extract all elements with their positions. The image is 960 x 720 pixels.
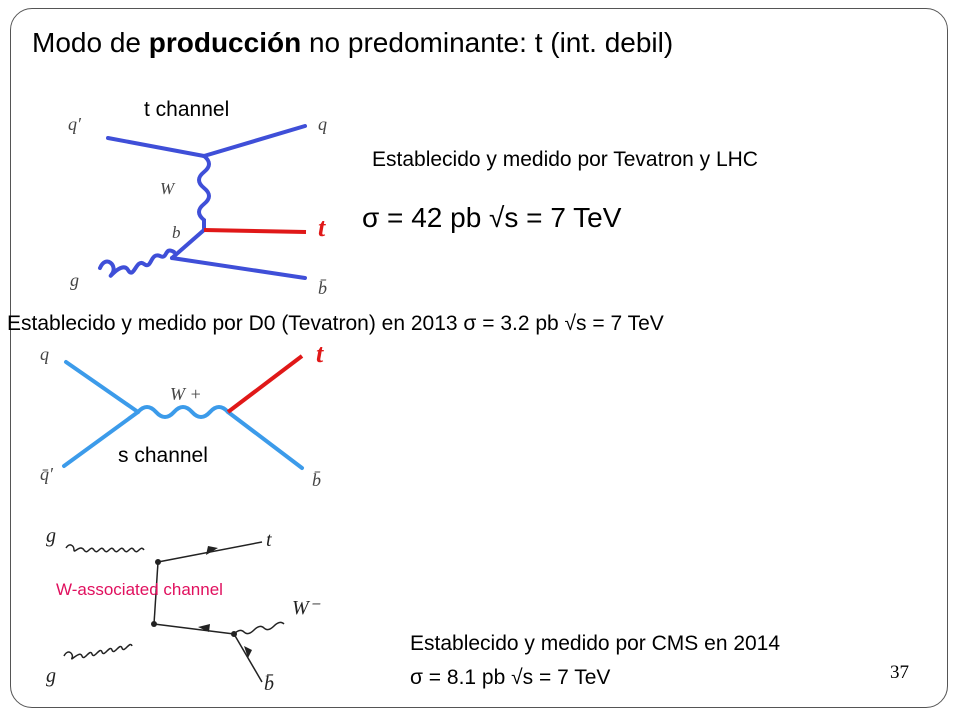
t-bbar-line	[170, 256, 307, 280]
t-top-label: t	[318, 213, 326, 242]
t-q-label: q	[318, 114, 327, 134]
w-vertex-right	[231, 631, 237, 637]
s-wplus-label: W +	[170, 384, 202, 404]
w-vertex-top	[155, 559, 161, 565]
w-associated-sigma: σ = 8.1 pb √s = 7 TeV	[410, 666, 611, 689]
t-b-line	[170, 228, 206, 260]
w-arrow-mid	[198, 624, 210, 632]
t-w-boson	[197, 154, 211, 230]
t-channel-label: t channel	[144, 98, 230, 121]
w-associated-status: Establecido y medido por CMS en 2014	[410, 632, 781, 655]
w-gluon-bottom	[63, 643, 133, 660]
w-g-top-label: g	[46, 525, 56, 547]
s-qbar-label: q̄′	[40, 464, 54, 484]
slide-title: Modo de producción no predominante: t (i…	[32, 27, 674, 58]
w-gluon-top	[65, 544, 145, 553]
w-associated-label: W-associated channel	[56, 580, 223, 599]
w-bbar-label: b̄	[264, 673, 274, 695]
w-wminus-boson	[233, 621, 285, 635]
w-b-line	[153, 623, 235, 635]
t-qprime-label: q′	[68, 114, 82, 134]
s-w-boson	[136, 405, 230, 419]
t-channel-status: Establecido y medido por Tevatron y LHC	[372, 148, 758, 171]
s-bbar-line	[226, 410, 304, 470]
slide-frame	[10, 8, 948, 708]
s-top-line	[226, 354, 304, 414]
w-arrow-top	[206, 546, 218, 555]
s-top-label: t	[316, 339, 324, 368]
t-b-label: b	[172, 223, 181, 242]
page-number: 37	[890, 662, 909, 683]
t-bbar-label: b̄	[318, 278, 327, 298]
t-g-label: g	[70, 270, 79, 290]
w-vertex-bottom	[151, 621, 157, 627]
t-top-line	[203, 228, 307, 234]
s-qbar-line	[62, 410, 140, 468]
t-gluon	[98, 248, 176, 278]
t-channel-sigma: σ = 42 pb √s = 7 TeV	[362, 202, 622, 233]
s-channel-status: Establecido y medido por D0 (Tevatron) e…	[7, 312, 664, 335]
w-arrow-bbar	[244, 646, 252, 658]
t-quark-line-out	[202, 124, 307, 158]
t-quark-line-in	[106, 136, 206, 158]
w-t-label: t	[266, 529, 272, 551]
w-g-bottom-label: g	[46, 665, 56, 687]
t-w-label: W	[160, 179, 176, 198]
s-q-label: q	[40, 344, 49, 364]
s-channel-label: s channel	[118, 444, 208, 467]
s-q-line	[64, 360, 140, 414]
w-internal-line	[153, 561, 159, 625]
w-wminus-label: W⁻	[292, 597, 321, 619]
s-bbar-label: b̄	[312, 470, 321, 490]
